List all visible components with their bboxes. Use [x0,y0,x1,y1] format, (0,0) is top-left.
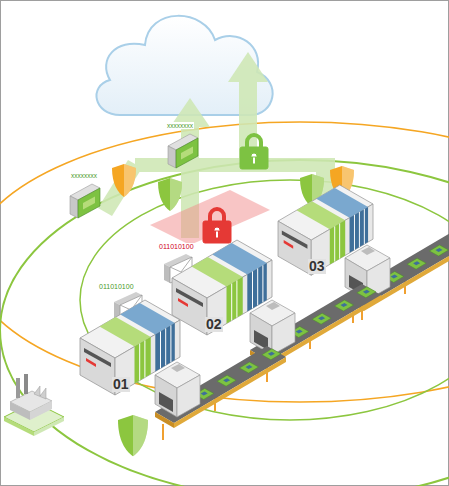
card [168,134,198,168]
binary-code: 011010100 [158,243,195,251]
shield [118,415,148,456]
card [70,184,100,218]
security-rings [80,180,449,420]
callout-number: 02 [205,317,223,332]
card-text: xxxxxxxx [70,172,98,179]
factory [4,374,64,436]
shield [158,178,182,211]
binary-code: 011010100 [98,283,135,291]
factory [16,378,20,398]
factory [34,417,64,436]
data-arrows [135,158,335,172]
callout-number: 03 [308,259,326,274]
data-arrows [228,52,268,82]
security-rings [0,122,449,402]
factory [24,374,28,394]
shield [112,164,136,197]
factory [4,417,34,436]
callout-number: 01 [112,377,130,392]
lock [240,135,268,169]
factory [30,401,52,420]
security-rings [0,122,449,486]
factory [34,386,46,399]
data-arrows [98,160,142,216]
card-text: xxxxxxxx [166,122,194,129]
conveyor [155,346,286,440]
factory [10,402,30,420]
security-rings [0,160,449,486]
lock [203,209,231,243]
